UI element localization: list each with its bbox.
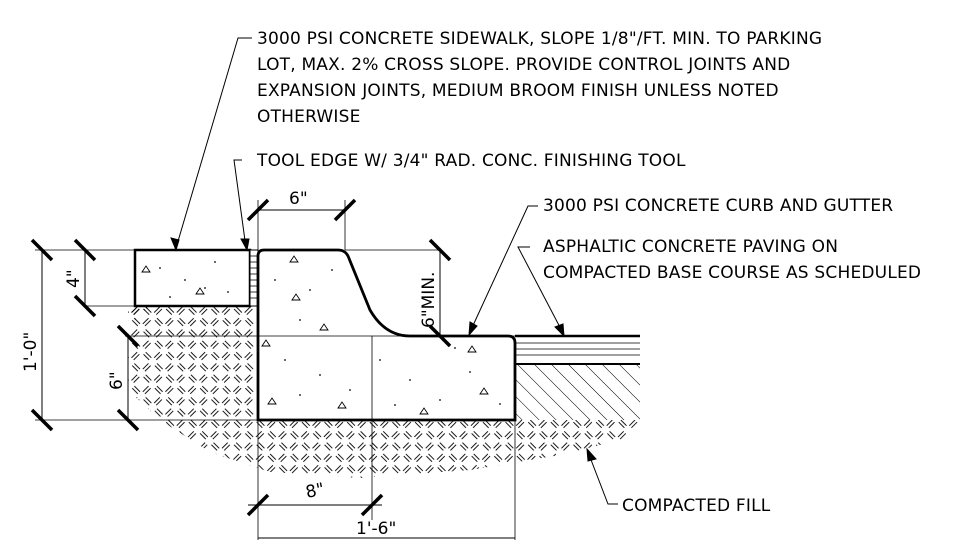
dim-curb-top-width: 6" bbox=[289, 189, 308, 209]
concrete-sidewalk bbox=[133, 248, 252, 308]
sidewalk-note-line-1: 3000 PSI CONCRETE SIDEWALK, SLOPE 1/8"/F… bbox=[257, 29, 822, 49]
asphalt-paving bbox=[515, 334, 640, 365]
curb-note: 3000 PSI CONCRETE CURB AND GUTTER bbox=[543, 196, 893, 216]
sidewalk-note-line-4: OTHERWISE bbox=[257, 107, 361, 127]
sidewalk-note-line-2: LOT, MAX. 2% CROSS SLOPE. PROVIDE CONTRO… bbox=[257, 55, 790, 75]
dim-curb-reveal: 6"MIN. bbox=[419, 272, 439, 328]
sidewalk-note-line-3: EXPANSION JOINTS, MEDIUM BROOM FINISH UN… bbox=[257, 81, 779, 101]
compacted-fill-hatch bbox=[128, 306, 640, 478]
paving-note-line-1: ASPHALTIC CONCRETE PAVING ON bbox=[543, 237, 838, 257]
leader-lines bbox=[170, 37, 618, 505]
dim-overall-height: 1'-0" bbox=[21, 332, 41, 372]
dim-gutter-thickness: 6" bbox=[107, 371, 127, 390]
dim-gutter-width: 1'-6" bbox=[356, 519, 396, 539]
dimension-lines bbox=[30, 198, 515, 539]
dim-sidewalk-thickness: 4" bbox=[64, 269, 84, 288]
dim-curb-base: 8" bbox=[304, 479, 326, 502]
aggregate-marks bbox=[141, 255, 489, 415]
fill-note: COMPACTED FILL bbox=[622, 496, 771, 516]
base-course-hatch bbox=[515, 364, 640, 420]
paving-note-line-2: COMPACTED BASE COURSE AS SCHEDULED bbox=[543, 263, 921, 283]
concrete-curb-gutter bbox=[256, 248, 517, 422]
tool-edge-note: TOOL EDGE W/ 3/4" RAD. CONC. FINISHING T… bbox=[256, 151, 686, 171]
